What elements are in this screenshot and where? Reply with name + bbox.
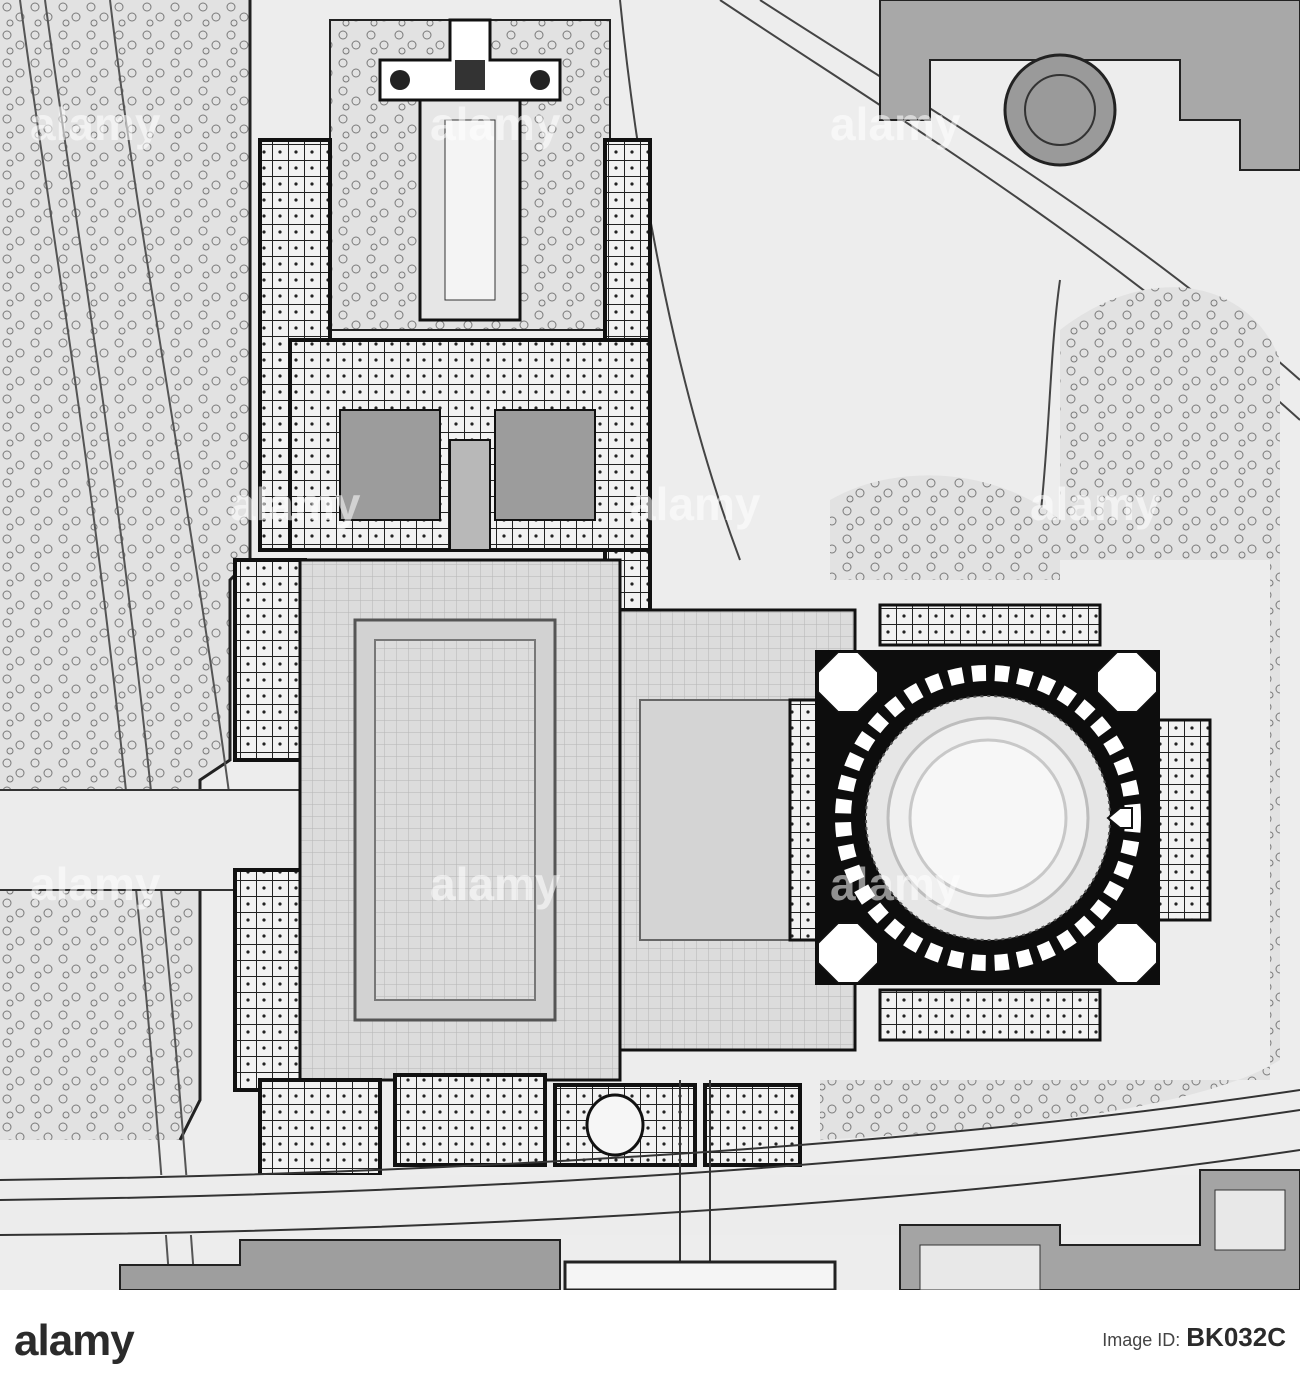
site-plan-photo: alamy alamy alamy alamy alamy alamy alam… xyxy=(0,0,1300,1290)
stock-id-value: BK032C xyxy=(1186,1322,1286,1352)
alamy-logo[interactable]: alamy xyxy=(14,1316,135,1365)
footer-bar: alamy Image ID:BK032C xyxy=(0,1290,1300,1378)
stock-id-label: Image ID: xyxy=(1102,1330,1181,1350)
stock-id: Image ID:BK032C xyxy=(1102,1322,1286,1353)
site-plan-drawing xyxy=(0,0,1300,1290)
